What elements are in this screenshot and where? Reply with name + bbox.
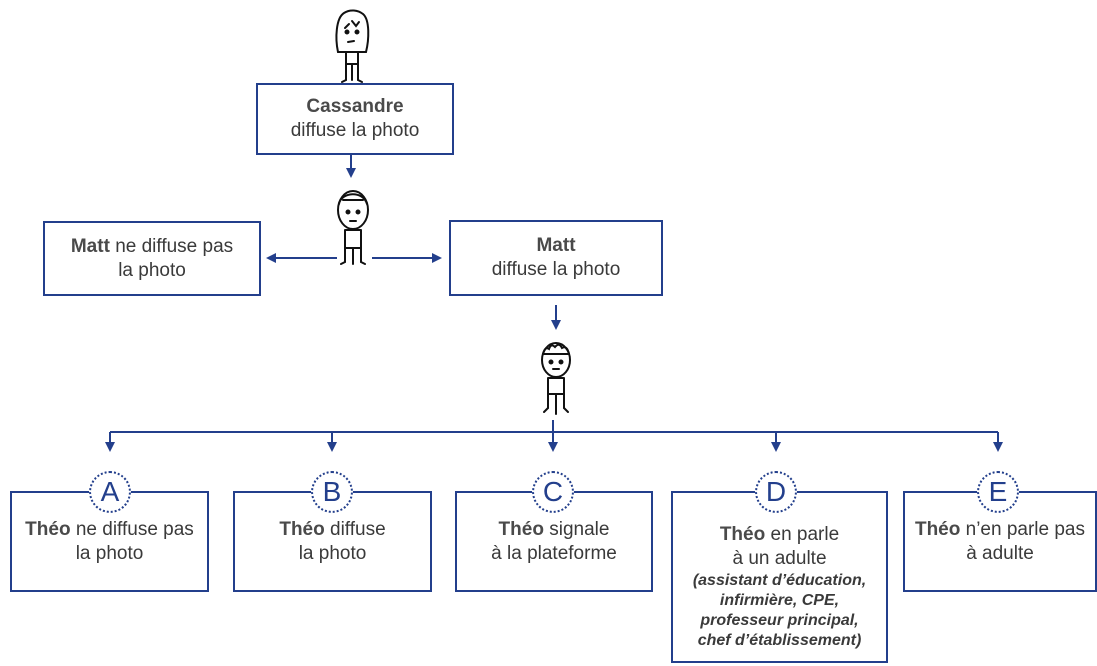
person-boy-curly-icon [541,342,571,415]
cassandre-action: diffuse la photo [290,120,420,141]
matt-yes-name: Matt [536,235,576,256]
option-b-line1: diffuse [330,518,386,540]
person-girl-icon [335,9,370,83]
option-e-line1: n’en parle pas [965,518,1086,540]
matt-no-action-line2: la photo [118,259,186,281]
matt-no-action-line1: ne diffuse pas [115,235,234,257]
option-e-badge: E [977,471,1019,513]
option-d-line1: en parle [770,524,840,545]
option-a-line1: ne diffuse pas [75,518,194,540]
option-d-note-3: professeur principal, [700,612,859,629]
option-e-name: Théo [914,518,961,540]
option-e-line2: à adulte [966,542,1034,564]
option-d-note-4: chef d’établissement) [697,632,862,649]
cassandre-box: Cassandre diffuse la photo [256,83,454,155]
option-b-badge: B [311,471,353,513]
option-d-note-1: (assistant d’éducation, [692,572,867,589]
option-b-name: Théo [279,518,325,540]
option-c-name: Théo [498,518,544,540]
matt-no-name: Matt [70,235,110,257]
person-boy-icon [337,190,369,265]
option-d-badge: D [755,471,797,513]
option-d-name: Théo [719,524,766,545]
option-a-badge: A [89,471,131,513]
option-d-line2: à un adulte [732,548,827,569]
option-d-box: Théo en parle à un adulte (assistant d’é… [671,491,888,663]
cassandre-name: Cassandre [306,96,404,117]
option-c-badge: C [532,471,574,513]
option-b-line2: la photo [298,542,367,564]
option-a-line2: la photo [75,542,144,564]
option-c-line1: signale [549,518,610,540]
option-c-line2: à la plateforme [491,542,617,564]
matt-yes-action: diffuse la photo [491,259,621,280]
option-a-name: Théo [25,518,71,540]
option-d-note-2: infirmière, CPE, [719,592,840,609]
matt-no-box: Matt ne diffuse pas la photo [43,221,261,296]
matt-yes-box: Matt diffuse la photo [449,220,663,296]
